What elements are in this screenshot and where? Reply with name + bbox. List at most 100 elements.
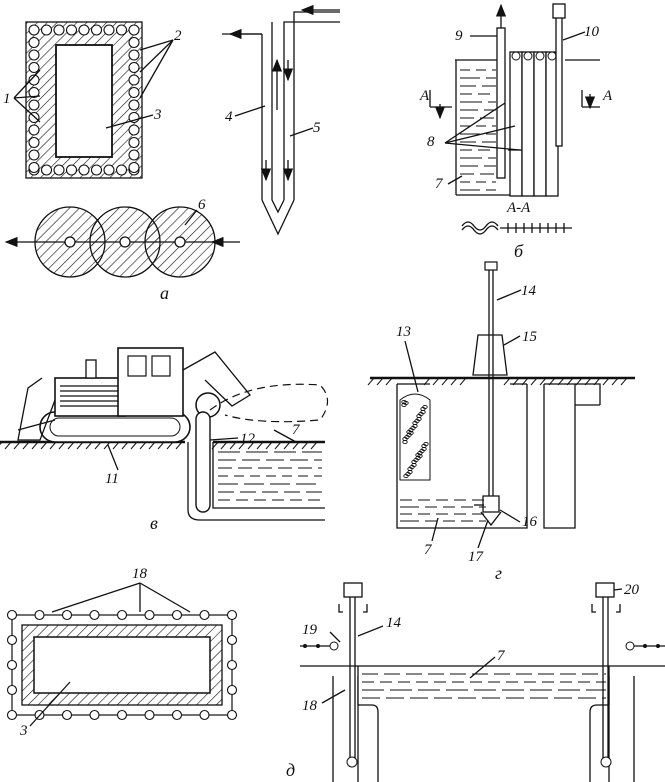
wellpoint [6,609,18,621]
figure-a-plan: 1 2 3 [3,21,182,179]
section-mark-a-left: A [419,88,430,104]
caption-v: в [150,513,158,533]
label-2: 2 [174,28,182,44]
freeze-pipe [90,24,103,36]
wellpoint [116,609,128,621]
freeze-pipe-circles [28,24,140,176]
freeze-pipe [128,124,140,136]
section-mark-a-right: A [602,88,613,104]
freeze-pipe [128,86,140,99]
wellpoint [116,709,128,721]
freeze-pipe [78,164,90,176]
wellpoint [6,684,18,696]
label-18-plan: 18 [132,566,148,582]
excavation-pit [55,44,113,158]
caption-g: г [495,563,502,583]
label-6: 6 [198,197,206,213]
water-lines [362,673,606,699]
freeze-pipe [28,99,40,111]
freeze-pipe [28,149,40,161]
label-7-g: 7 [424,542,433,558]
water-lines [400,499,486,522]
wellpoint [61,609,73,621]
wellpoint [6,634,18,646]
wellpoint [171,609,183,621]
wellpoint [226,684,238,696]
label-20: 20 [624,582,640,598]
freeze-pipe [28,124,40,136]
label-16: 16 [522,514,538,530]
wellpoint [6,659,18,671]
water-lines [218,451,322,501]
label-4: 4 [225,109,233,125]
freeze-pipe [128,36,140,49]
label-17: 17 [468,549,485,565]
caption-a: а [160,283,169,303]
label-10: 10 [584,24,600,40]
wellpoint [226,709,238,721]
label-11: 11 [105,471,119,487]
freeze-pipe [128,161,140,174]
freeze-pipe [53,24,65,36]
freeze-pipe [78,24,90,36]
wellpoint [171,709,183,721]
label-7-v: 7 [292,422,301,438]
freeze-pipe [53,164,65,176]
label-3: 3 [153,107,162,123]
label-9: 9 [455,28,463,44]
figure-b: 9 10 8 7 A A A-A б [419,3,613,261]
freeze-pipe [28,161,40,174]
label-1: 1 [3,91,11,107]
wellpoint [144,609,155,621]
label-5: 5 [313,120,321,136]
label-13: 13 [396,324,411,340]
label-19: 19 [302,622,318,638]
wellpoint [144,709,155,721]
section-aa-view [461,221,572,235]
label-12: 12 [240,431,256,447]
label-18-section: 18 [302,698,318,714]
freeze-pipe [28,49,40,61]
label-14-d: 14 [386,615,402,631]
freeze-pipe [128,99,140,111]
label-3-plan: 3 [19,723,28,739]
wellpoint [89,709,100,721]
freeze-pipe [28,86,40,99]
wellpoint [34,609,45,621]
label-15: 15 [522,329,538,345]
wellpoint [199,709,210,721]
caption-d: д [286,760,295,780]
freeze-pipe [28,24,40,36]
wellpoint [6,709,18,721]
caption-b: б [514,241,524,261]
label-14-g: 14 [521,283,537,299]
freeze-pipe [65,24,78,36]
figure-d-plan: 18 3 [6,566,238,739]
figure-g: 14 15 16 17 13 7 г [367,261,635,583]
section-mark-aa: A-A [506,200,531,216]
freeze-pipe [128,49,140,61]
freeze-pipe [90,164,103,176]
wellpoint [226,659,238,671]
freeze-pipe [40,24,53,36]
freeze-pipe [28,136,40,149]
label-7-b: 7 [435,176,444,192]
freeze-pipe [128,61,140,74]
freeze-pipe [115,164,128,176]
freeze-pipe [28,36,40,49]
freeze-pipe [28,74,40,86]
wellpoint [89,609,100,621]
freeze-pipe [128,24,140,36]
wellpoint [226,609,238,621]
figure-v: 12 7 11 в [0,347,329,533]
freeze-pipe [128,74,140,86]
figure-a-section: 6 а [4,197,240,303]
freeze-column: 4 5 [222,4,340,236]
freeze-pipe [128,149,140,161]
freeze-pipe [40,164,53,176]
figure-d-section: 14 19 7 18 20 д [286,582,665,782]
wellpoint [226,634,238,646]
freeze-pipe [65,164,78,176]
freeze-pipe [128,136,140,149]
